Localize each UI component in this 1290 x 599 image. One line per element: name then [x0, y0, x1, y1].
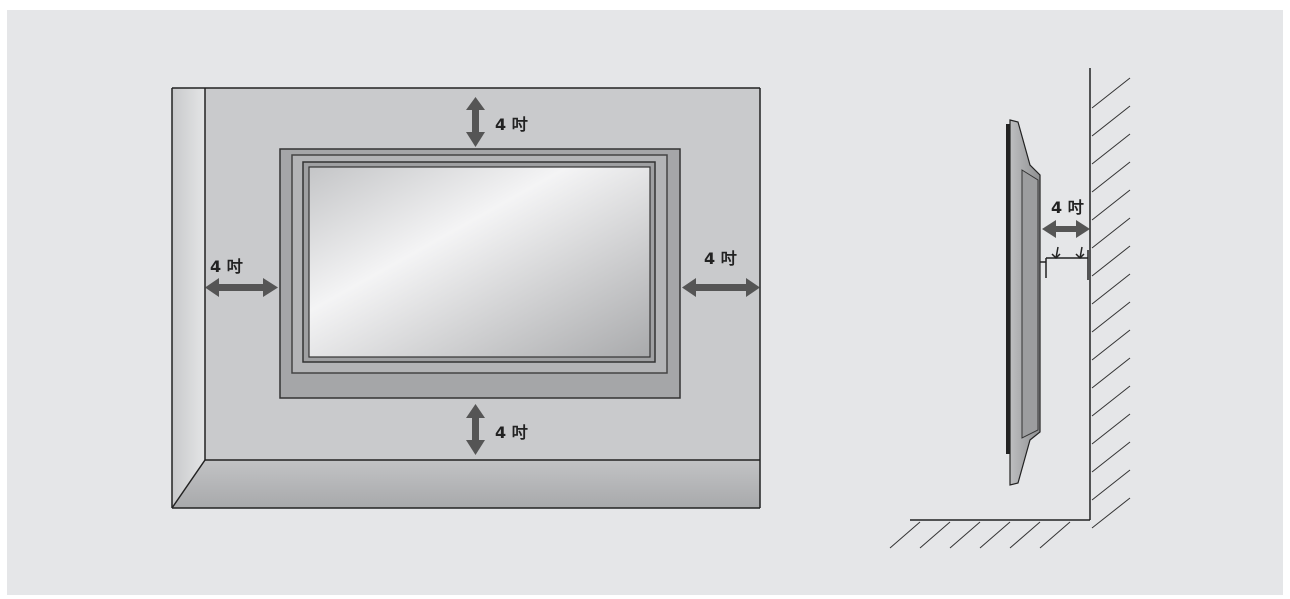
wall-hatching — [1091, 77, 1131, 529]
wall-hatch-line — [1091, 273, 1131, 305]
wall-hatch-line — [1091, 189, 1131, 221]
clearance-arrow-top — [466, 97, 485, 147]
wall-hatch-line — [1091, 413, 1131, 445]
clearance-arrow-wall — [1042, 220, 1090, 238]
room-outline — [171, 87, 761, 509]
floor-hatching — [889, 521, 1071, 549]
wall-hatch-line — [1091, 329, 1131, 361]
side-wall — [172, 88, 205, 508]
wall-hatch-line — [1091, 385, 1131, 417]
wall-hatch-line — [1091, 469, 1131, 501]
wall-hatch-line — [1091, 497, 1131, 529]
wall-hatch-line — [1091, 77, 1131, 109]
wall-hatch-line — [1091, 217, 1131, 249]
floor-hatch-line — [1009, 521, 1041, 549]
tv-screen — [308, 166, 651, 358]
wall-hatch-line — [1091, 133, 1131, 165]
clearance-label-top: 4 吋 — [495, 115, 528, 134]
wall-hatch-line — [1091, 245, 1131, 277]
wall-hatch-line — [1091, 441, 1131, 473]
television-side — [1006, 119, 1041, 486]
clearance-arrow-right — [682, 278, 760, 297]
wall-hatch-line — [1091, 105, 1131, 137]
clearance-label-right: 4 吋 — [704, 249, 737, 268]
clearance-label-wall: 4 吋 — [1051, 198, 1084, 217]
wall-hatch-line — [1091, 357, 1131, 389]
wall-hatch-line — [1091, 301, 1131, 333]
clearance-arrow-left — [205, 278, 278, 297]
floor-hatch-line — [1039, 521, 1071, 549]
wall-hatch-line — [1091, 161, 1131, 193]
floor-hatch-line — [949, 521, 981, 549]
wall-mount-bracket — [1040, 246, 1089, 280]
floor — [172, 460, 760, 508]
clearance-arrow-bottom — [466, 404, 485, 455]
clearance-label-bottom: 4 吋 — [495, 423, 528, 442]
clearance-label-left: 4 吋 — [210, 257, 243, 276]
floor-hatch-line — [979, 521, 1011, 549]
floor-hatch-line — [919, 521, 951, 549]
television-front — [279, 148, 681, 399]
side-view: 4 吋 — [889, 68, 1131, 549]
tv-side-back-panel — [1021, 169, 1039, 439]
tv-side-front-glass — [1006, 124, 1010, 454]
floor-hatch-line — [889, 521, 921, 549]
front-view: 4 吋 4 吋 4 吋 4 吋 — [171, 87, 761, 509]
